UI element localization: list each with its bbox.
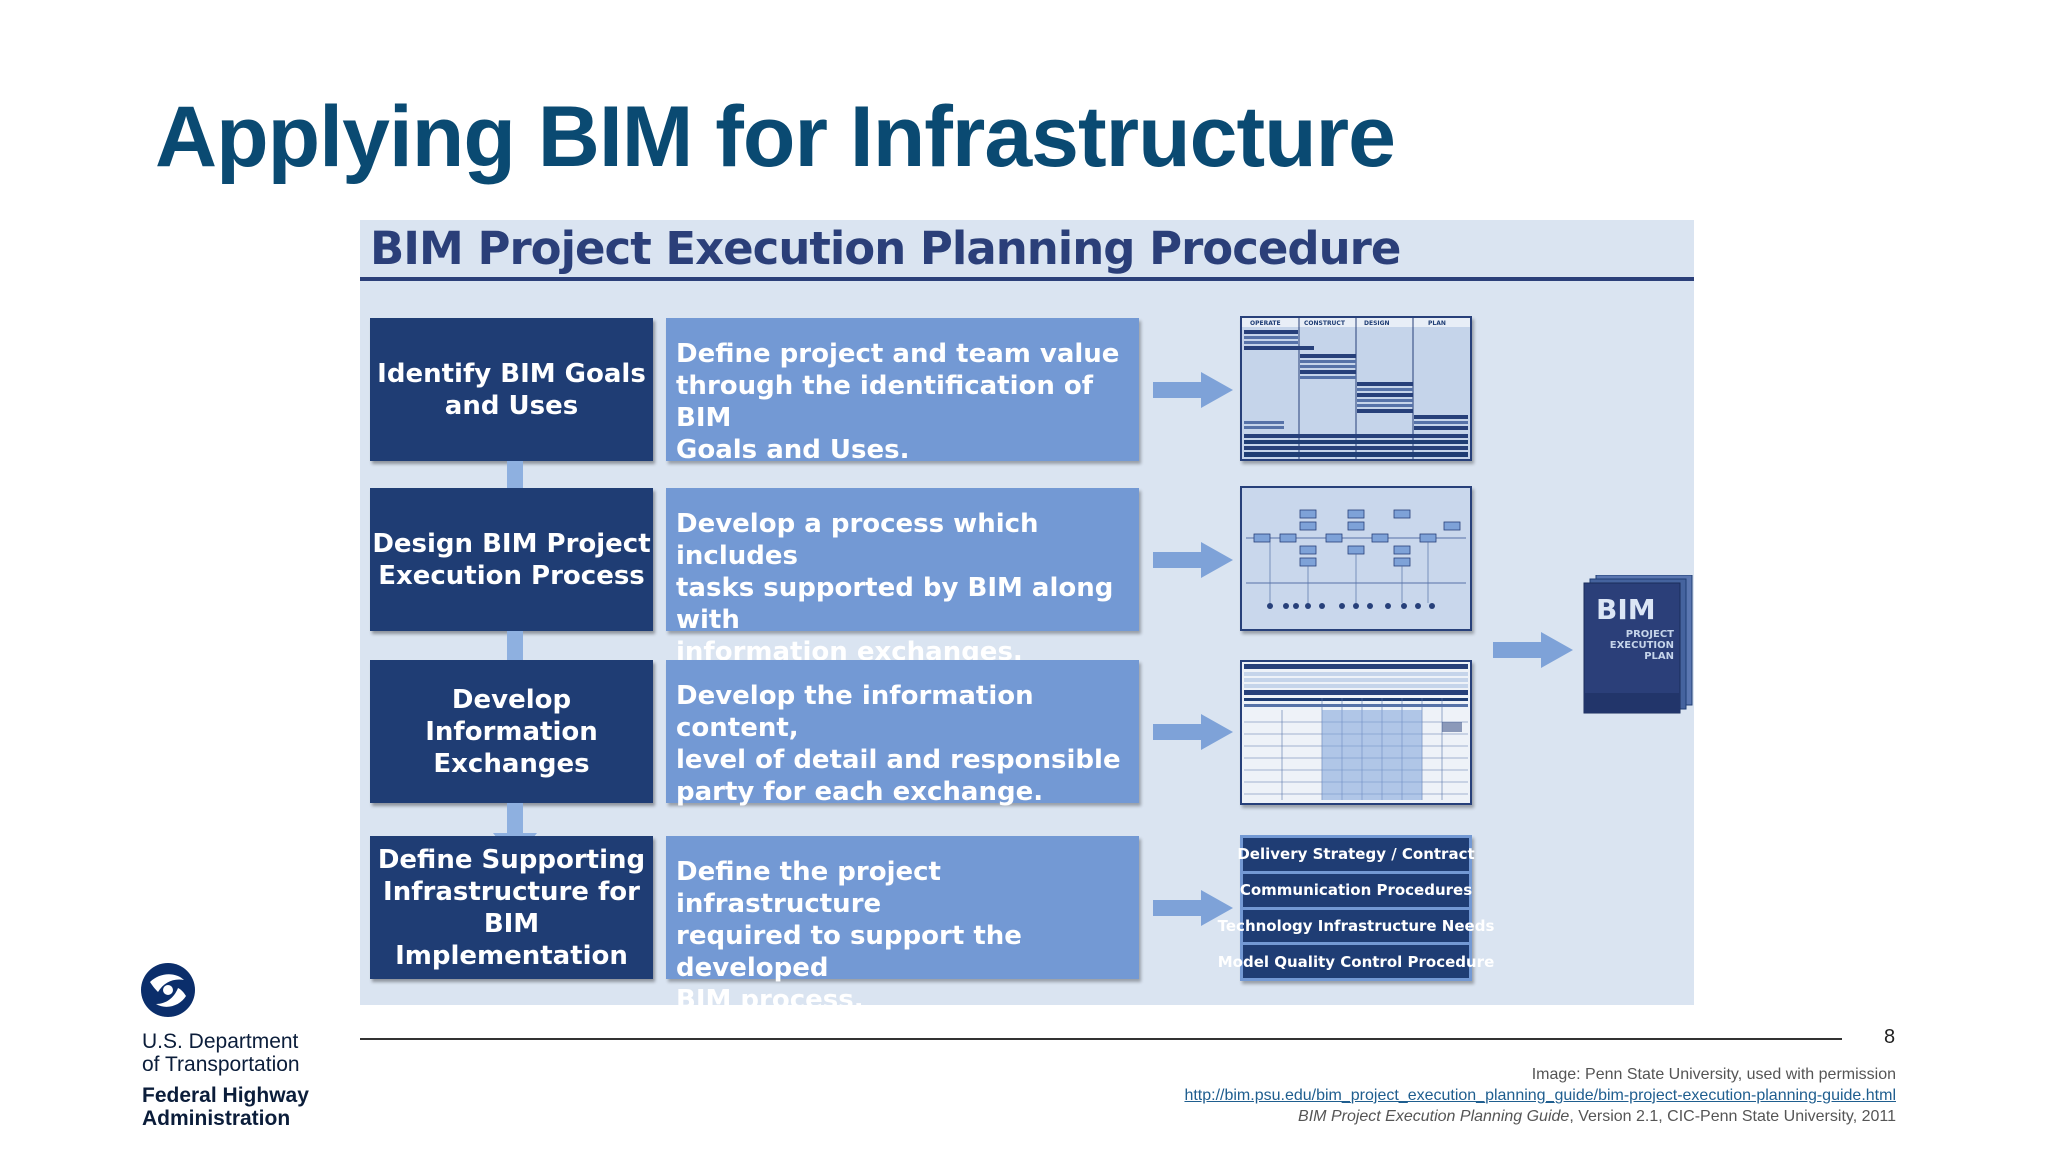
step-identify-goals-description: Define project and team value through th… — [666, 318, 1139, 465]
guide-title: BIM Project Execution Planning Guide — [1298, 1108, 1570, 1125]
right-arrow-icon — [1153, 542, 1233, 578]
process-map-thumbnail — [1240, 486, 1472, 631]
step-design-process: Design BIM Project Execution Process — [370, 488, 653, 631]
matrix-header-design: DESIGN — [1364, 320, 1390, 327]
image-credits: Image: Penn State University, used with … — [1184, 1064, 1896, 1127]
agency-line1: Federal Highway — [142, 1084, 309, 1107]
matrix-header-plan: PLAN — [1428, 320, 1446, 327]
book-subtitle-line3: PLAN — [1644, 651, 1674, 662]
figure-title: BIM Project Execution Planning Procedure — [370, 222, 1401, 275]
citation-line: BIM Project Execution Planning Guide, Ve… — [1184, 1106, 1896, 1127]
book-subtitle-line2: EXECUTION — [1610, 640, 1674, 651]
right-arrow-icon — [1153, 890, 1233, 926]
right-arrow-icon — [1493, 632, 1573, 668]
right-arrow-icon — [1153, 372, 1233, 408]
bim-execution-plan-book-icon: BIM PROJECT EXECUTION PLAN — [1583, 575, 1693, 714]
step-identify-goals: Identify BIM Goals and Uses — [370, 318, 653, 461]
plan-item-quality-control: Model Quality Control Procedure — [1218, 945, 1494, 978]
agency-line2: Administration — [142, 1107, 291, 1130]
exchange-worksheet-thumbnail — [1240, 660, 1472, 805]
book-title: BIM — [1596, 593, 1656, 626]
plan-item-delivery-strategy: Delivery Strategy / Contract — [1237, 838, 1475, 871]
step-develop-exchanges-description: Develop the information content, level o… — [666, 660, 1139, 807]
step-define-infrastructure: Define Supporting Infrastructure for BIM… — [370, 836, 653, 979]
step-design-process-description: Develop a process which includes tasks s… — [666, 488, 1139, 667]
dept-line1: U.S. Department — [142, 1030, 299, 1053]
plan-item-communication: Communication Procedures — [1240, 873, 1472, 907]
right-arrow-icon — [1153, 714, 1233, 750]
footer-rule — [360, 1038, 1842, 1040]
dept-line2: of Transportation — [142, 1053, 300, 1076]
agency-block: U.S. Department of Transportation Federa… — [142, 1030, 309, 1130]
plan-item-technology: Technology Infrastructure Needs — [1218, 909, 1494, 943]
book-subtitle-line1: PROJECT — [1626, 629, 1674, 640]
goals-matrix-thumbnail: OPERATE CONSTRUCT DESIGN PLAN — [1240, 316, 1472, 461]
matrix-header-construct: CONSTRUCT — [1304, 320, 1346, 327]
procedure-figure: BIM Project Execution Planning Procedure… — [360, 220, 1694, 1015]
guide-citation: , Version 2.1, CIC-Penn State University… — [1569, 1108, 1896, 1125]
slide-title: Applying BIM for Infrastructure — [155, 89, 1396, 185]
usdot-logo-icon — [141, 963, 195, 1017]
matrix-header-operate: OPERATE — [1250, 320, 1281, 327]
step-define-infrastructure-description: Define the project infrastructure requir… — [666, 836, 1139, 1015]
plan-elements-list: Delivery Strategy / Contract Communicati… — [1218, 835, 1494, 981]
step-develop-exchanges: Develop Information Exchanges — [370, 660, 653, 803]
credit-line: Image: Penn State University, used with … — [1531, 1066, 1896, 1083]
page-number: 8 — [1884, 1026, 1896, 1048]
figure-title-rule — [360, 277, 1694, 281]
source-link[interactable]: http://bim.psu.edu/bim_project_execution… — [1184, 1087, 1896, 1104]
